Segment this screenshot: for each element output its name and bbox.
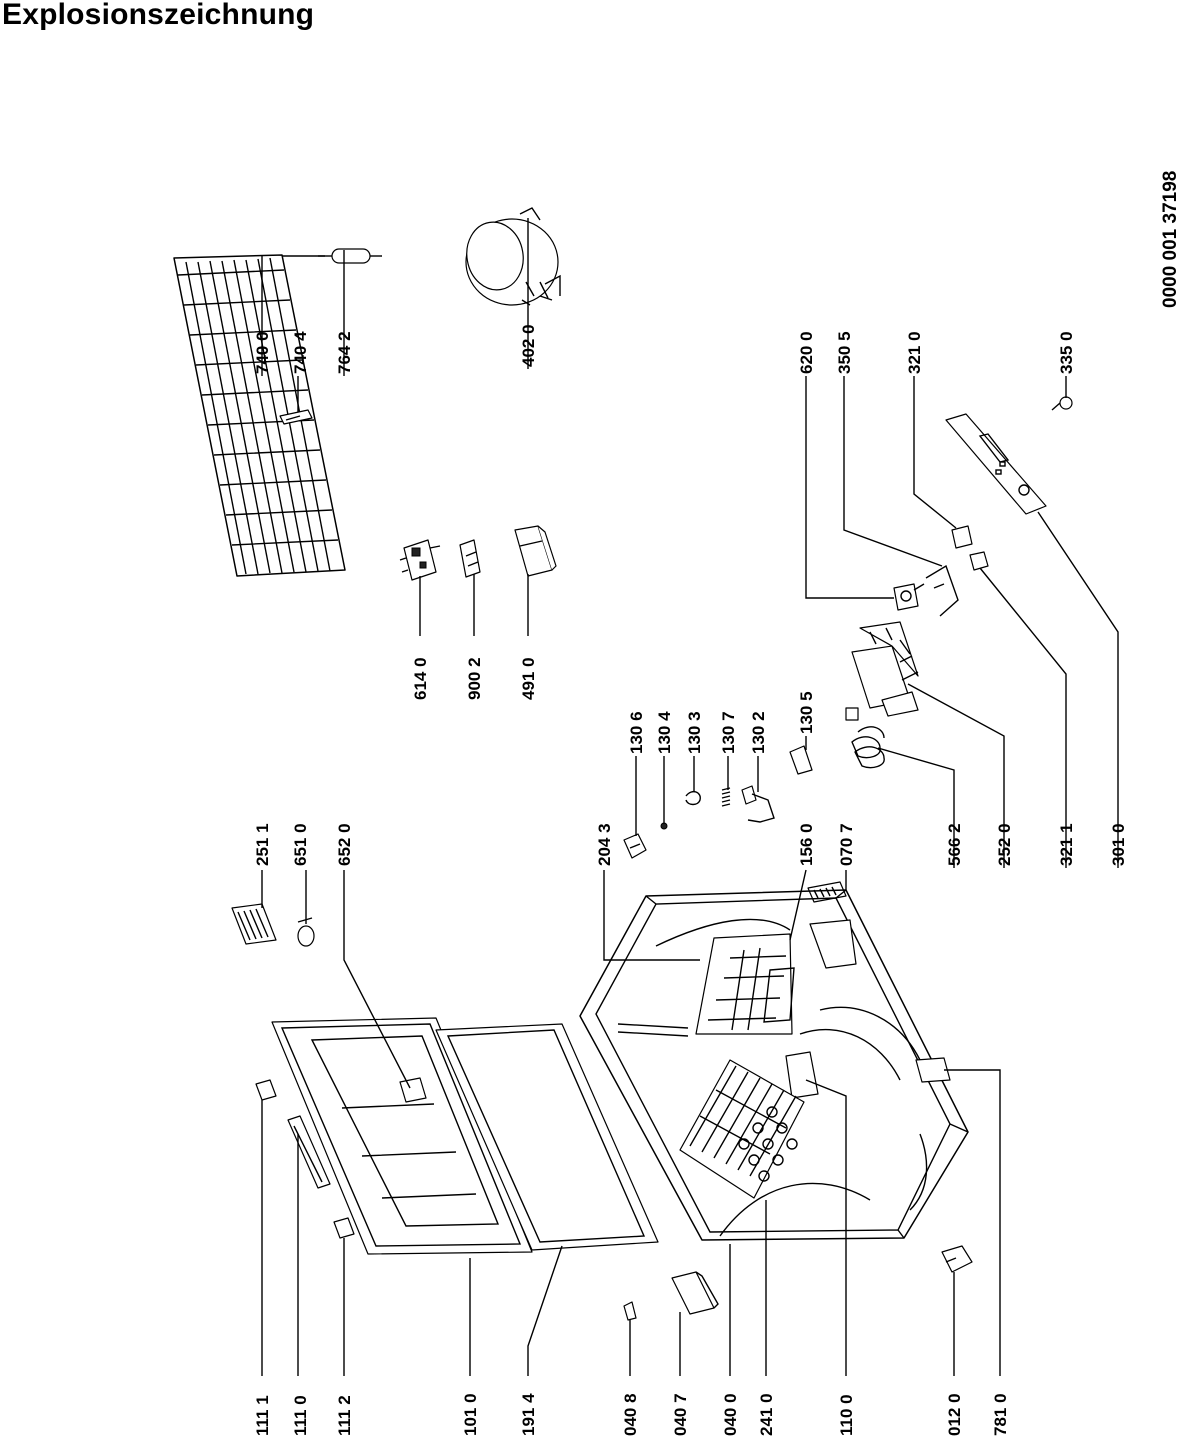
compressor-part	[465, 207, 561, 306]
part-label: 156 0	[797, 823, 816, 866]
thermostat-part	[893, 583, 925, 611]
part-label: 040 8	[621, 1393, 640, 1436]
part-label: 764 2	[335, 331, 354, 374]
part-label: 040 0	[721, 1393, 740, 1436]
part-label: 651 0	[291, 823, 310, 866]
part-label: 335 0	[1057, 331, 1076, 374]
clamp-part	[685, 790, 701, 806]
part-label: 566 2	[945, 823, 964, 866]
part-label: 740 0	[253, 331, 272, 374]
hinge-cover-part	[231, 903, 277, 945]
part-label: 491 0	[519, 657, 538, 700]
part-label: 111 0	[291, 1395, 310, 1436]
part-label: 130 4	[655, 711, 674, 754]
leader-lines	[261, 218, 1119, 1376]
part-label: 012 0	[945, 1393, 964, 1436]
electrical-box-part	[851, 621, 919, 717]
part-label: 130 3	[685, 711, 704, 754]
part-label: 652 0	[335, 823, 354, 866]
relay-part	[399, 539, 441, 581]
gasket-part	[435, 1023, 659, 1251]
fan-motor-part	[845, 707, 885, 769]
part-label: 402 0	[519, 324, 538, 367]
hinge-bottom-part	[333, 1217, 355, 1239]
control-knob-part	[1051, 396, 1073, 411]
condenser-coil-part	[173, 254, 346, 577]
lamp-bulb-part	[297, 917, 315, 947]
part-label: 241 0	[757, 1393, 776, 1436]
document-number: 0000 001 37198	[1160, 171, 1181, 308]
part-label: 321 1	[1057, 823, 1076, 866]
part-label: 130 7	[719, 711, 738, 754]
part-label: 191 4	[519, 1393, 538, 1436]
part-label: 204 3	[595, 823, 614, 866]
wire-basket-part	[679, 1059, 805, 1199]
terminal-cover-part	[514, 525, 557, 577]
spring-part	[721, 787, 731, 807]
indicator-lamp-part	[951, 525, 973, 549]
part-label: 252 0	[995, 823, 1014, 866]
part-label: 251 1	[253, 823, 272, 866]
part-label: 040 7	[671, 1393, 690, 1436]
part-label: 620 0	[797, 331, 816, 374]
filter-drier-part	[318, 248, 382, 264]
part-label: 900 2	[465, 657, 484, 700]
part-label: 350 5	[835, 331, 854, 374]
part-label: 070 7	[837, 823, 856, 866]
part-label: 101 0	[461, 1393, 480, 1436]
lamp-holder-part	[741, 785, 775, 823]
bracket-part	[279, 409, 313, 425]
page-title: Explosionszeichnung	[2, 0, 315, 31]
lid-part	[271, 1017, 533, 1255]
hinge-clip-part	[623, 833, 647, 859]
part-label: 301 0	[1109, 823, 1128, 866]
part-label: 111 1	[253, 1395, 272, 1436]
part-label: 130 6	[627, 711, 646, 754]
part-label: 321 0	[905, 331, 924, 374]
hinge-bracket-part	[941, 1245, 973, 1273]
part-label: 781 0	[991, 1393, 1010, 1436]
indicator-lamp-2-part	[969, 551, 989, 571]
foot-part	[671, 1271, 719, 1315]
part-label: 110 0	[837, 1394, 856, 1436]
overload-protector-part	[459, 539, 481, 578]
part-label: 740 4	[291, 331, 310, 374]
cabinet-body-part	[579, 889, 969, 1241]
part-label: 130 5	[797, 691, 816, 734]
part-label: 130 2	[749, 711, 768, 754]
hinge-top-part	[255, 1079, 277, 1101]
control-panel-part	[945, 413, 1047, 515]
part-labels: 740 0 740 4 764 2 402 0 614 0 900 2 491 …	[253, 324, 1128, 1436]
foot-clip-part	[623, 1301, 637, 1321]
part-label: 111 2	[335, 1395, 354, 1436]
door-switch-part	[925, 564, 959, 617]
part-label: 614 0	[411, 657, 430, 700]
latch-part	[789, 745, 813, 775]
